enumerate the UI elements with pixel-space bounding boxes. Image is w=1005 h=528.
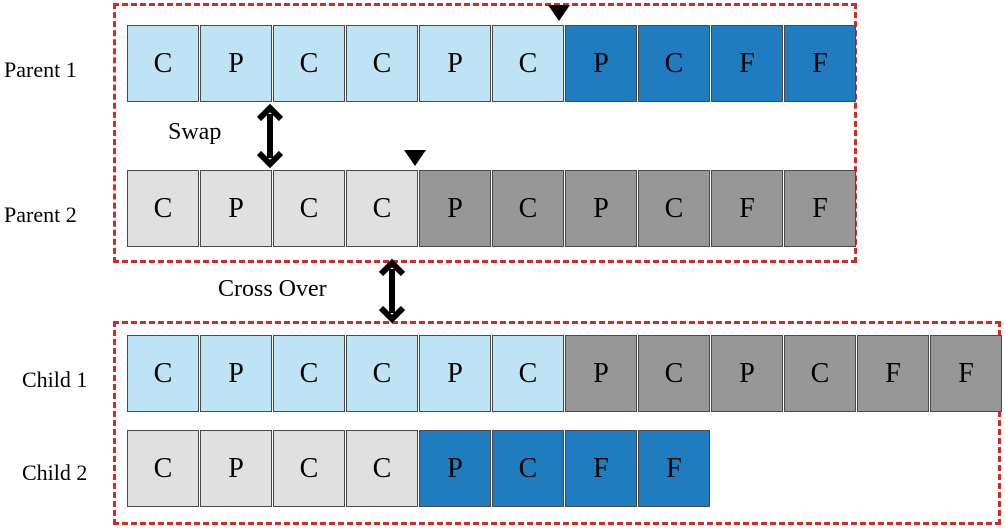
gene-cell: C bbox=[273, 25, 345, 102]
gene-cell: F bbox=[638, 430, 710, 507]
gene-cell: C bbox=[346, 25, 418, 102]
gene-cell: P bbox=[419, 25, 491, 102]
gene-cell: P bbox=[419, 430, 491, 507]
gene-cell: C bbox=[273, 335, 345, 412]
gene-cell: F bbox=[784, 170, 856, 247]
gene-cell: F bbox=[565, 430, 637, 507]
gene-cell: C bbox=[492, 335, 564, 412]
gene-cell: C bbox=[127, 170, 199, 247]
gene-cell: P bbox=[200, 430, 272, 507]
gene-cell: P bbox=[565, 170, 637, 247]
gene-cell: F bbox=[930, 335, 1002, 412]
gene-cell: F bbox=[711, 25, 783, 102]
gene-cell: C bbox=[492, 170, 564, 247]
parent1-cut-marker-icon bbox=[548, 5, 570, 21]
gene-cell: C bbox=[346, 430, 418, 507]
cross-over-label: Cross Over bbox=[218, 276, 327, 302]
gene-cell: C bbox=[638, 25, 710, 102]
child1-label: Child 1 bbox=[22, 367, 88, 392]
parents-group-box bbox=[113, 3, 857, 263]
gene-cell: P bbox=[200, 170, 272, 247]
gene-cell: P bbox=[565, 335, 637, 412]
gene-cell: F bbox=[857, 335, 929, 412]
gene-cell: P bbox=[565, 25, 637, 102]
swap-label: Swap bbox=[168, 119, 222, 145]
children-group-box bbox=[113, 321, 1001, 525]
gene-cell: C bbox=[127, 430, 199, 507]
parent1-label: Parent 1 bbox=[4, 57, 77, 82]
gene-cell: C bbox=[492, 25, 564, 102]
parent2-label: Parent 2 bbox=[4, 202, 77, 227]
gene-cell: P bbox=[419, 170, 491, 247]
gene-cell: C bbox=[784, 335, 856, 412]
gene-cell: C bbox=[638, 335, 710, 412]
gene-cell: C bbox=[273, 430, 345, 507]
gene-cell: F bbox=[784, 25, 856, 102]
swap-double-arrow-icon bbox=[256, 103, 284, 169]
gene-cell: P bbox=[419, 335, 491, 412]
gene-cell: C bbox=[273, 170, 345, 247]
gene-cell: C bbox=[638, 170, 710, 247]
gene-cell: P bbox=[711, 335, 783, 412]
child2-label: Child 2 bbox=[22, 460, 88, 485]
gene-cell: P bbox=[200, 25, 272, 102]
gene-cell: C bbox=[127, 335, 199, 412]
gene-cell: P bbox=[200, 335, 272, 412]
cross-over-double-arrow-icon bbox=[378, 258, 406, 324]
gene-cell: C bbox=[127, 25, 199, 102]
parent2-cut-marker-icon bbox=[404, 150, 426, 166]
gene-cell: C bbox=[492, 430, 564, 507]
gene-cell: C bbox=[346, 335, 418, 412]
gene-cell: F bbox=[711, 170, 783, 247]
gene-cell: C bbox=[346, 170, 418, 247]
